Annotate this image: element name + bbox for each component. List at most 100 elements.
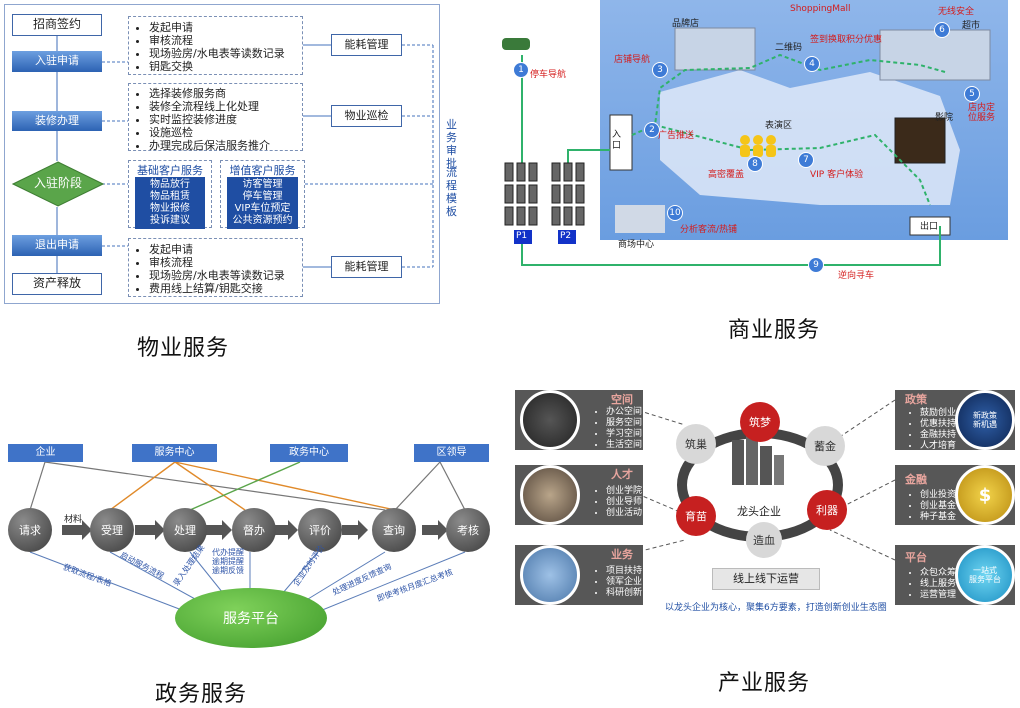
energy-box-top: 能耗管理 (331, 34, 402, 56)
talent-item: 创业导师 (606, 497, 642, 508)
mall-map (502, 0, 1008, 266)
entry-tasks-box: 发起申请 审核流程 现场验房/水电表等读数记录 钥匙交换 (128, 16, 303, 75)
business-title: 业务 (611, 548, 633, 561)
ad-push-label: 广告推送 (658, 131, 695, 141)
energy-box-bottom: 能耗管理 (331, 256, 402, 278)
flow-step-stay: 入驻阶段 (33, 176, 82, 191)
node-tool: 利器 (807, 490, 847, 530)
flow-step-exit: 退出申请 (12, 235, 102, 256)
decoration-task: 设施巡检 (149, 126, 302, 139)
property-panel (4, 4, 440, 304)
marker-1: 1 (513, 62, 529, 78)
online-offline-box: 线上线下运营 (712, 568, 820, 590)
policy-item: 金融扶持 (920, 430, 956, 441)
marker-9: 9 (808, 257, 824, 273)
entry-task: 现场验房/水电表等读数记录 (149, 47, 302, 60)
business-item: 项目扶持 (606, 566, 642, 577)
platform-title: 平台 (905, 551, 927, 564)
store-nav-label: 店铺导航 (614, 55, 651, 65)
node-nest: 筑巢 (676, 424, 716, 464)
approval-label: 业务审批 (446, 118, 457, 170)
talent-item: 创业活动 (606, 508, 642, 519)
step-evaluate: 评价 (298, 508, 342, 552)
industry-caption: 产业服务 (718, 671, 811, 696)
exit-task: 审核流程 (149, 256, 302, 269)
step-accept: 受理 (90, 508, 134, 552)
slogan: 以龙头企业为核心，聚集6方要素，打造创新创业生态圈 (665, 603, 887, 613)
inspection-box: 物业巡检 (331, 105, 402, 127)
gov-center-box: 政务中心 (270, 444, 348, 462)
government-caption: 政务服务 (155, 682, 248, 707)
value-service-item: 公共资源预约 (227, 213, 298, 229)
talent-list: 创业学院 创业导师 创业活动 (596, 486, 642, 519)
step-supervise: 督办 (232, 508, 276, 552)
space-image (520, 390, 580, 450)
service-platform: 服务平台 (175, 588, 327, 648)
basic-service-title: 基础客户服务 (137, 164, 203, 177)
finance-title: 金融 (905, 473, 927, 486)
store-location-label: 店内定位服务 (968, 103, 996, 123)
platform-image: 一站式 服务平台 (955, 545, 1015, 605)
platform-list: 众包众筹 线上服务 运营管理 (910, 568, 956, 601)
step-handle: 处理 (163, 508, 207, 552)
step-assess: 考核 (446, 508, 490, 552)
talent-title: 人才 (611, 468, 633, 481)
qr-label: 二维码 (775, 43, 803, 53)
marker-7: 7 (798, 152, 814, 168)
space-item: 服务空间 (606, 418, 642, 429)
platform-item: 线上服务 (920, 579, 956, 590)
step-query: 查询 (372, 508, 416, 552)
reverse-search-label: 逆向寻车 (838, 271, 875, 281)
flow-step-apply: 入驻申请 (12, 51, 102, 72)
space-list: 办公空间 服务空间 学习空间 生活空间 (596, 407, 642, 451)
service-center-box: 服务中心 (132, 444, 217, 462)
entry-task: 发起申请 (149, 21, 302, 34)
decoration-tasks-box: 选择装修服务商 装修全流程线上化处理 实时监控装修进度 设施巡检 办理完成后保洁… (128, 83, 303, 152)
entry-task: 审核流程 (149, 34, 302, 47)
decoration-task: 装修全流程线上化处理 (149, 100, 302, 113)
space-item: 生活空间 (606, 440, 642, 451)
marker-8: 8 (747, 156, 763, 172)
leader-enterprise: 龙头企业 (737, 505, 781, 518)
business-item: 科研创新 (606, 588, 642, 599)
policy-item: 鼓励创业 (920, 408, 956, 419)
marker-4: 4 (804, 56, 820, 72)
decoration-task: 选择装修服务商 (149, 87, 302, 100)
supermarket-label: 超市 (962, 21, 981, 31)
property-connectors (56, 36, 434, 273)
space-title: 空间 (611, 393, 633, 406)
flow-step-decoration: 装修办理 (12, 111, 102, 131)
node-blood: 造血 (746, 522, 782, 558)
market-center-label: 商场中心 (618, 240, 655, 250)
talent-item: 创业学院 (606, 486, 642, 497)
decoration-task: 办理完成后保洁服务推介 (149, 139, 302, 152)
policy-item: 人才培育 (920, 441, 956, 452)
wifi-label: 无线安全 (938, 7, 975, 17)
flow-step-signing: 招商签约 (12, 14, 102, 36)
space-item: 学习空间 (606, 429, 642, 440)
finance-item: 种子基金 (920, 512, 956, 523)
marker-5: 5 (964, 86, 980, 102)
marker-3: 3 (652, 62, 668, 78)
parking-nav-label: 停车导航 (530, 70, 567, 80)
marker-2: 2 (644, 122, 660, 138)
business-image (520, 545, 580, 605)
material-label: 材料 (64, 515, 83, 525)
platform-item: 运营管理 (920, 590, 956, 601)
business-item: 领军企业 (606, 577, 642, 588)
brand-store-label: 品牌店 (672, 19, 700, 29)
exit-task: 发起申请 (149, 243, 302, 256)
exit-task: 费用线上结算/钥匙交接 (149, 282, 302, 295)
finance-item: 创业投资 (920, 490, 956, 501)
finance-item: 创业基金 (920, 501, 956, 512)
exit-tasks-box: 发起申请 审核流程 现场验房/水电表等读数记录 费用线上结算/钥匙交接 (128, 238, 303, 297)
sign-in-label: 签到换取积分优惠 (810, 35, 883, 45)
policy-item: 优惠扶持 (920, 419, 956, 430)
cinema-label: 影院 (935, 113, 954, 123)
flow-step-release: 资产释放 (12, 273, 102, 295)
decoration-task: 实时监控装修进度 (149, 113, 302, 126)
exit-label: 出口 (920, 222, 939, 232)
analysis-label: 分析客流/热铺 (680, 225, 738, 235)
mall-name: ShoppingMall (790, 4, 851, 14)
talent-image (520, 465, 580, 525)
